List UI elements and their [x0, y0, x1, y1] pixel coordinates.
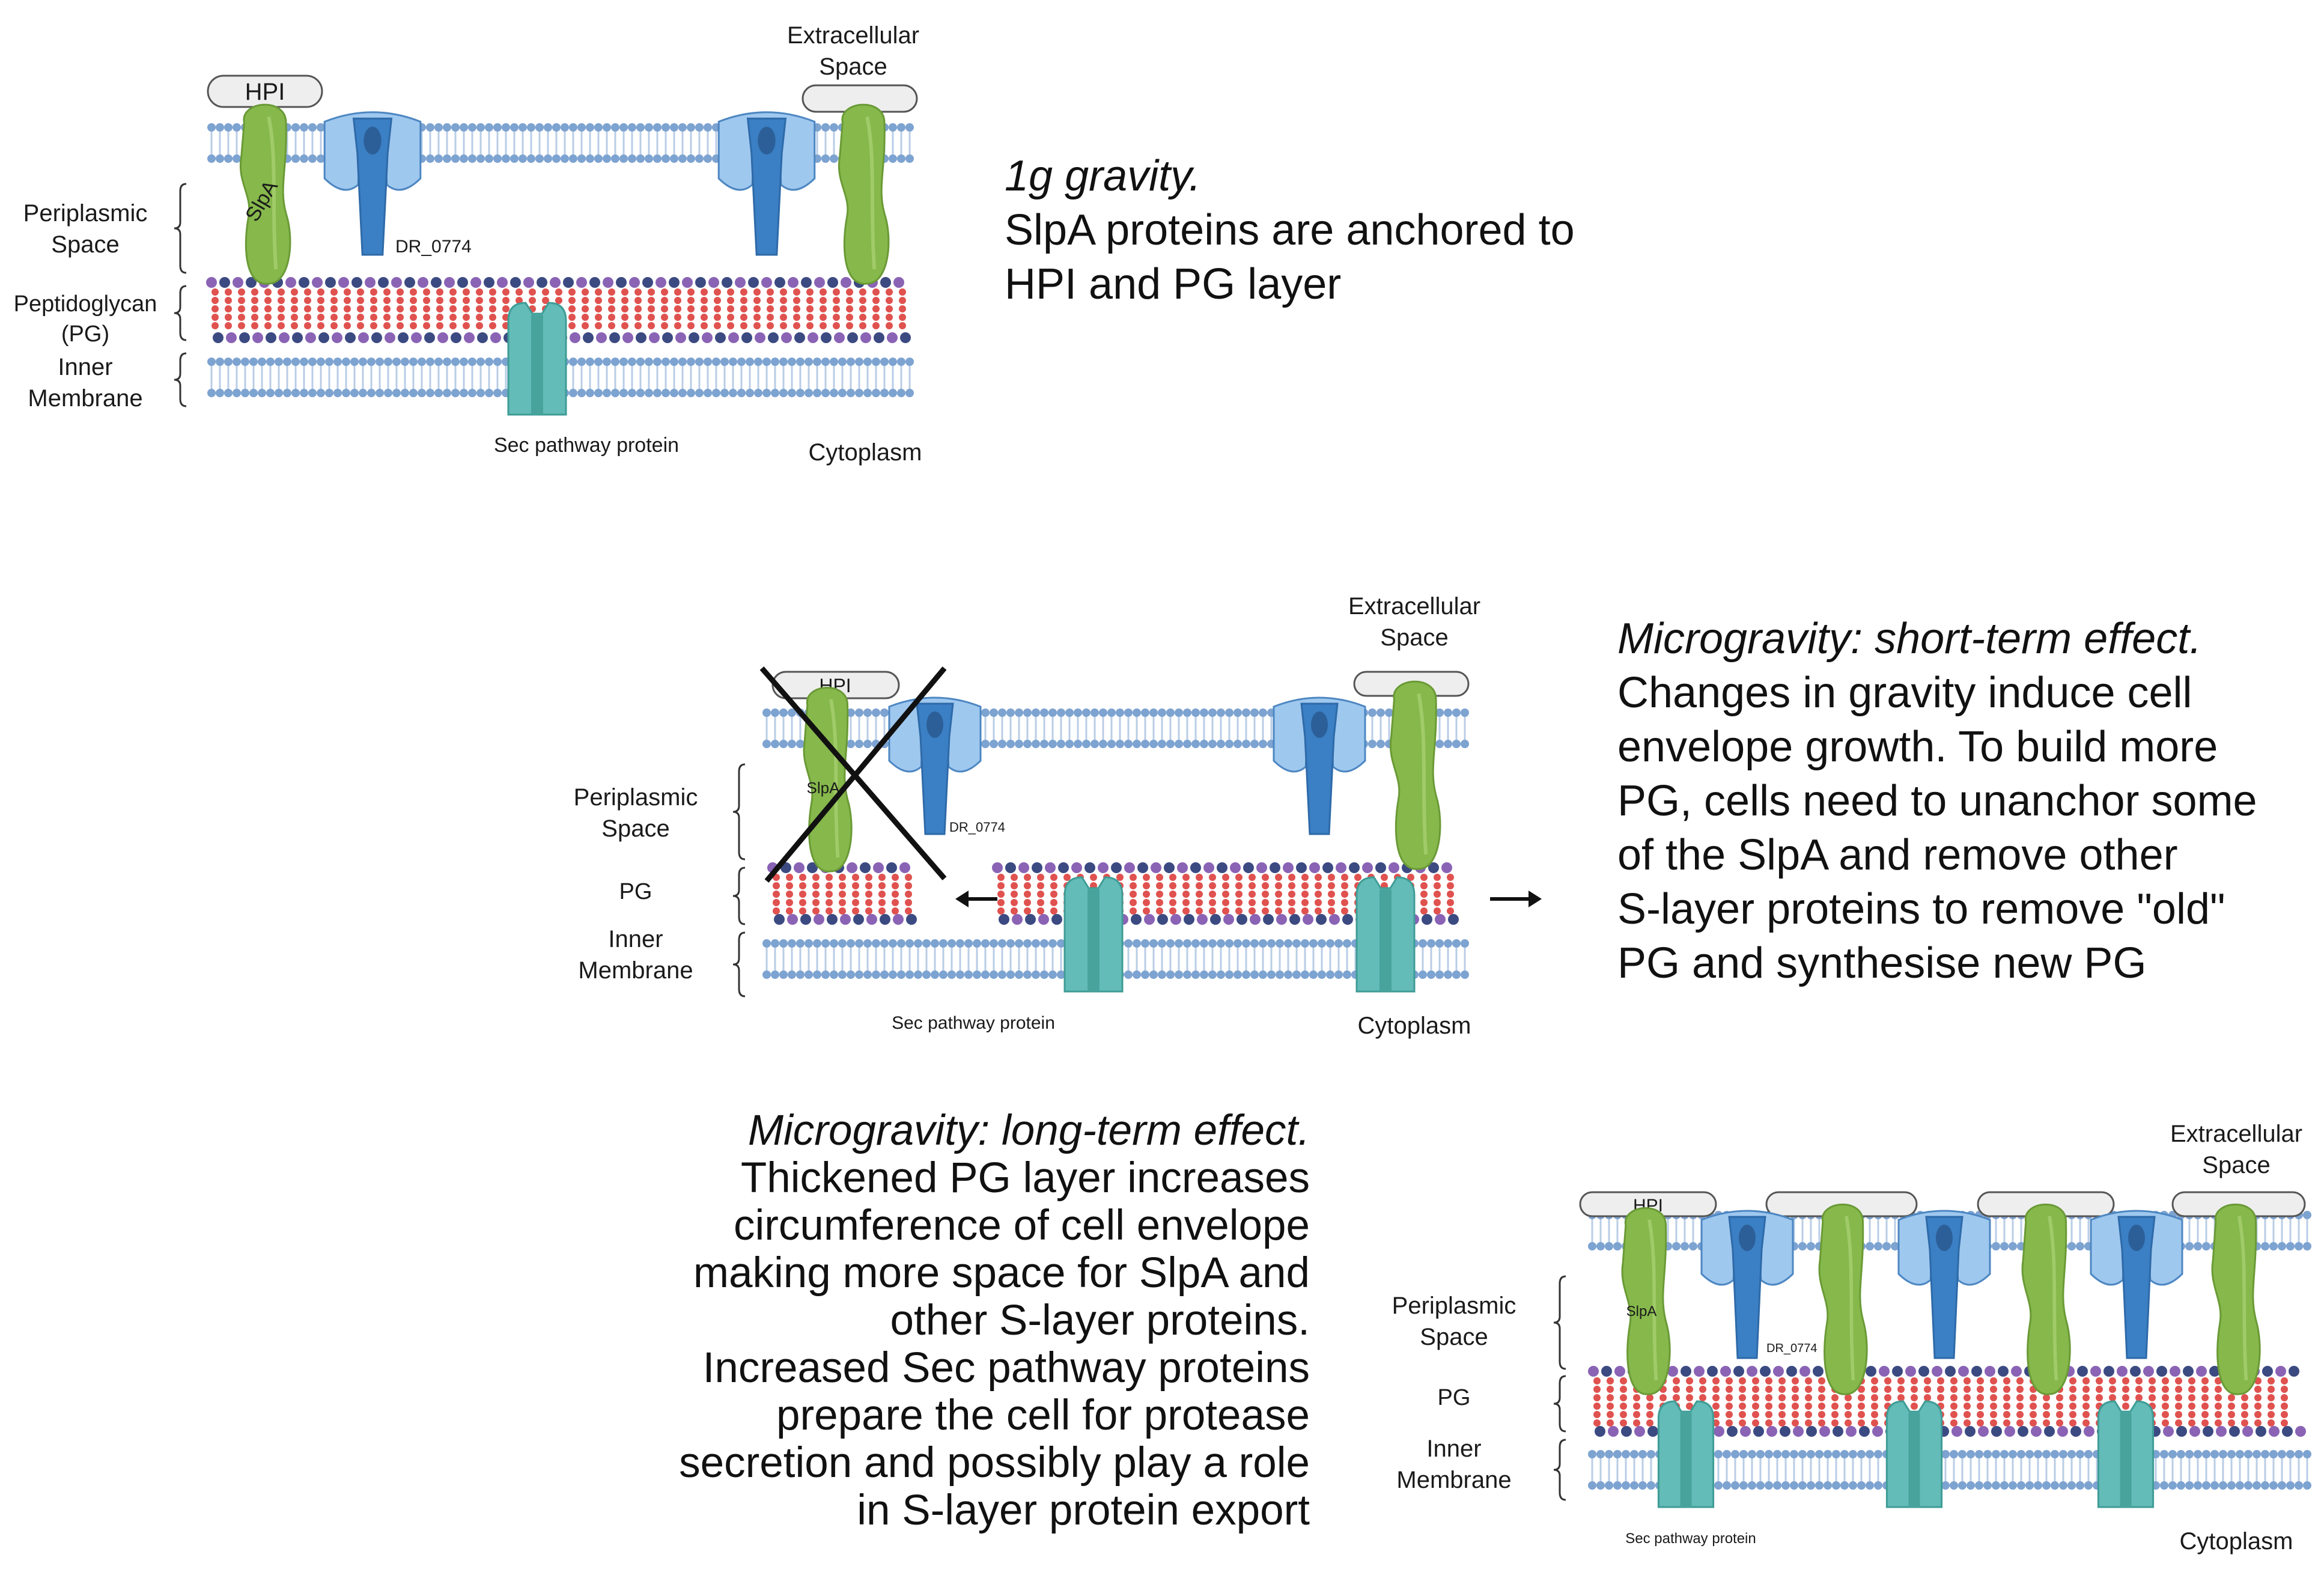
brace [732, 931, 746, 998]
inner-membrane-label: Inner [608, 926, 663, 952]
slpa-label: SlpA [1626, 1303, 1657, 1320]
slpa-protein [2021, 1204, 2071, 1395]
extracellular-label: Extracellular [1348, 593, 1480, 620]
sec-pathway-protein [1355, 876, 1416, 993]
caption-lead: Microgravity: short-term effect. [1617, 615, 2202, 663]
inner-membrane-label: Inner [1426, 1436, 1481, 1462]
periplasmic-label: Periplasmic [574, 784, 698, 811]
panel-long-term: HPISlpADR_0774ExtracellularSpacePeriplas… [1392, 1121, 2311, 1555]
caption-line: PG, cells need to unanchor some [1617, 777, 2257, 825]
inner-membrane-label: Membrane [28, 385, 142, 412]
sec-label: Sec pathway protein [1625, 1531, 1756, 1547]
pg-label: PG [1438, 1385, 1471, 1410]
caption-long-term: Microgravity: long-term effect. Thickene… [679, 1107, 1310, 1534]
caption-1g: 1g gravity. SlpA proteins are anchored t… [1005, 149, 1575, 311]
dr0774-porin [2090, 1210, 2183, 1359]
slpa-protein [2211, 1204, 2261, 1395]
old-peptidoglycan-layer [767, 862, 917, 925]
cytoplasm-label: Cytoplasm [2180, 1528, 2293, 1555]
brace [174, 285, 187, 341]
caption-line: Increased Sec pathway proteins [702, 1344, 1310, 1392]
caption-line: S-layer proteins to remove "old" [1617, 885, 2225, 933]
caption-line: Thickened PG layer increases [740, 1154, 1310, 1202]
caption-line: making more space for SlpA and [693, 1249, 1310, 1297]
pg-label: PG [619, 879, 652, 904]
extracellular-label: Extracellular [787, 22, 919, 49]
slpa-protein [1621, 1207, 1671, 1395]
brace [1553, 1375, 1566, 1433]
sec-pathway-protein [2097, 1400, 2155, 1508]
dr0774-label: DR_0774 [1766, 1342, 1818, 1355]
pg-label: (PG) [61, 321, 109, 347]
brace [732, 867, 746, 925]
periplasmic-label: Periplasmic [23, 200, 148, 227]
cytoplasm-label: Cytoplasm [1358, 1013, 1471, 1039]
caption-line: HPI and PG layer [1005, 260, 1342, 308]
caption-line: other S-layer proteins. [890, 1297, 1310, 1344]
brace [174, 183, 187, 274]
dr0774-porin [888, 696, 982, 835]
caption-line: Changes in gravity induce cell [1617, 669, 2192, 717]
caption-line: prepare the cell for protease [776, 1392, 1310, 1439]
brace [174, 352, 187, 407]
caption-lead: Microgravity: long-term effect. [747, 1107, 1310, 1154]
periplasmic-label: Space [601, 815, 669, 842]
caption-lead: 1g gravity. [1005, 152, 1201, 200]
dr0774-porin [323, 111, 422, 256]
sec-pathway-protein [1063, 876, 1124, 993]
brace [1553, 1439, 1566, 1501]
periplasmic-label: Space [51, 231, 119, 258]
caption-short-term: Microgravity: short-term effect. Changes… [1617, 612, 2257, 990]
inner-membrane-label: Inner [58, 354, 112, 380]
sec-pathway-protein [1885, 1400, 1943, 1508]
extracellular-label: Extracellular [2170, 1121, 2302, 1147]
caption-line: PG and synthesise new PG [1617, 939, 2147, 987]
inner-membrane-label: Membrane [1396, 1467, 1511, 1493]
brace [1553, 1275, 1566, 1370]
extracellular-label: Space [1380, 624, 1448, 651]
caption-line: envelope growth. To build more [1617, 723, 2218, 771]
caption-line: secretion and possibly play a role [679, 1439, 1310, 1487]
inner-membrane-label: Membrane [578, 957, 693, 984]
caption-line: in S-layer protein export [857, 1487, 1310, 1534]
cytoplasm-label: Cytoplasm [809, 439, 922, 466]
dr0774-porin [1897, 1210, 1991, 1359]
caption-line: circumference of cell envelope [734, 1202, 1310, 1249]
cross-out-line [764, 666, 947, 883]
arrow-right-head [1529, 891, 1542, 907]
slpa-protein [838, 103, 890, 285]
panel-short-term: HPISlpADR_0774ExtracellularSpacePeriplas… [574, 593, 1542, 1039]
slpa-protein [239, 103, 291, 285]
periplasmic-label: Periplasmic [1392, 1293, 1516, 1319]
sec-pathway-protein [1657, 1400, 1715, 1508]
sec-pathway-protein [507, 302, 567, 416]
sec-label: Sec pathway protein [494, 434, 679, 457]
dr0774-label: DR_0774 [395, 237, 472, 257]
dr0774-porin [1700, 1210, 1794, 1359]
arrow-left-head [955, 891, 969, 907]
sec-label: Sec pathway protein [892, 1013, 1055, 1033]
dr0774-porin [717, 111, 816, 256]
brace [732, 763, 746, 860]
extracellular-label: Space [819, 53, 887, 80]
slpa-protein [1818, 1204, 1868, 1395]
hpi-label: HPI [245, 79, 285, 105]
pg-label: Peptidoglycan [14, 291, 157, 317]
caption-line: SlpA proteins are anchored to [1005, 206, 1575, 254]
extracellular-label: Space [2202, 1152, 2270, 1178]
panel-1g-gravity: HPISlpADR_0774ExtracellularSpacePeriplas… [14, 22, 922, 466]
caption-line: of the SlpA and remove other [1617, 831, 2178, 879]
periplasmic-label: Space [1420, 1324, 1488, 1350]
slpa-label: SlpA [807, 779, 841, 797]
slpa-protein [1389, 680, 1441, 870]
dr0774-label: DR_0774 [949, 820, 1005, 835]
dr0774-porin [1273, 696, 1366, 835]
